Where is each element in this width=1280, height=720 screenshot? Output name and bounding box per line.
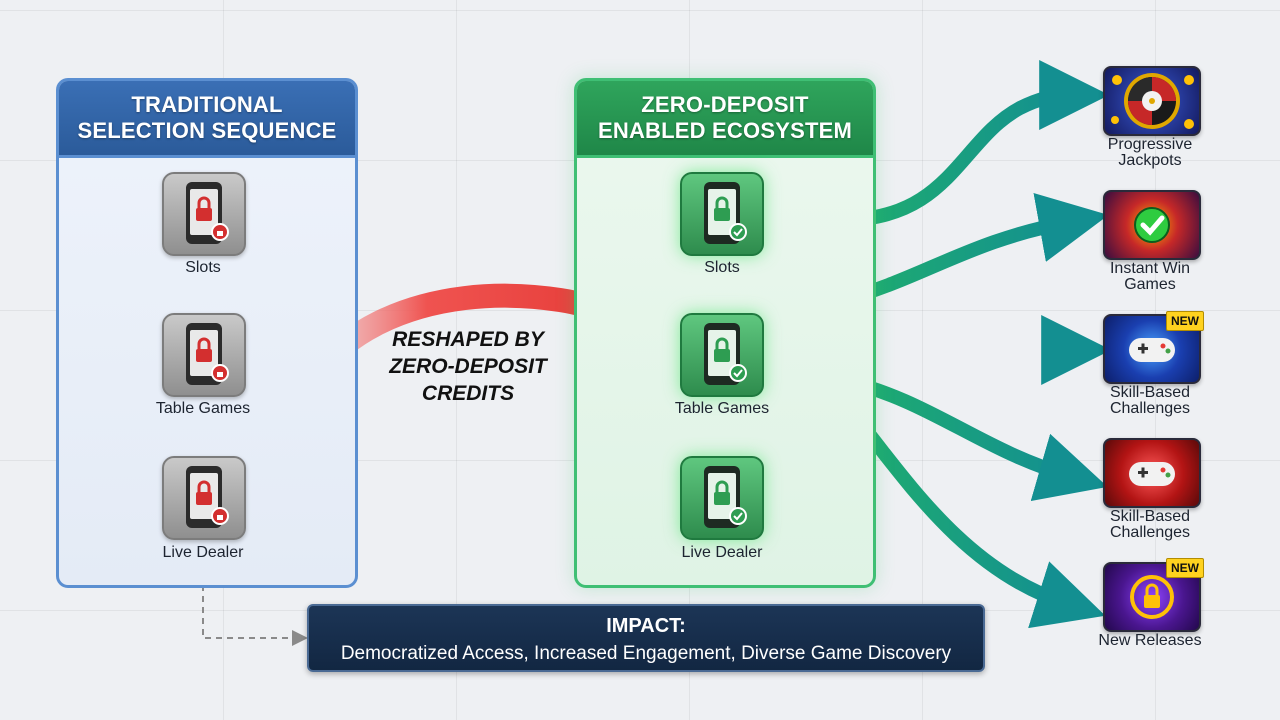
- unlocked-slots-tile: [680, 172, 764, 256]
- locked-table-games-label: Table Games: [155, 400, 251, 417]
- instant-win-games-label: Instant Win Games: [1109, 260, 1191, 293]
- progressive-jackpots-tile: [1103, 66, 1201, 136]
- instant-win-games-tile: [1103, 190, 1201, 260]
- skill-based-challenges-label: Skill-Based Challenges: [1109, 384, 1191, 417]
- new-releases-label: New Releases: [1098, 632, 1202, 649]
- skill-based-challenges-label-2: Skill-Based Challenges: [1109, 508, 1191, 541]
- traditional-panel-header: TRADITIONAL SELECTION SEQUENCE: [59, 81, 355, 158]
- unlocked-live-dealer-tile: [680, 456, 764, 540]
- progressive-jackpots-label: Progressive Jackpots: [1107, 136, 1193, 169]
- locked-phone-icon: [186, 466, 229, 528]
- gamepad-icon: [1129, 338, 1175, 362]
- new-badge: NEW: [1166, 558, 1204, 578]
- roulette-wheel-icon: [1111, 73, 1194, 129]
- traditional-panel-title: TRADITIONAL SELECTION SEQUENCE: [77, 92, 337, 143]
- impact-box: IMPACT: Democratized Access, Increased E…: [307, 604, 985, 672]
- unlocked-table-games-tile: [680, 313, 764, 397]
- locked-phone-icon: [186, 323, 229, 385]
- skill-based-challenges-tile: [1103, 438, 1201, 508]
- unlocked-live-dealer-label: Live Dealer: [681, 544, 763, 561]
- locked-live-dealer-tile: [162, 456, 246, 540]
- zero-deposit-panel-title: ZERO-DEPOSIT ENABLED ECOSYSTEM: [598, 92, 852, 143]
- unlocked-slots-label: Slots: [704, 259, 740, 276]
- locked-phone-icon: [186, 182, 229, 244]
- locked-table-games-tile: [162, 313, 246, 397]
- checkmark-burst-icon: [1134, 207, 1170, 243]
- new-badge: NEW: [1166, 311, 1204, 331]
- skill-based-challenges-tile-new: [1103, 314, 1201, 384]
- transition-label: RESHAPED BY ZERO-DEPOSIT CREDITS: [389, 328, 547, 405]
- unlocked-phone-icon: [704, 182, 747, 244]
- locked-slots-label: Slots: [185, 259, 221, 276]
- zero-deposit-panel-header: ZERO-DEPOSIT ENABLED ECOSYSTEM: [577, 81, 873, 158]
- locked-live-dealer-label: Live Dealer: [162, 544, 244, 561]
- gamepad-icon: [1129, 462, 1175, 486]
- unlocked-phone-icon: [704, 466, 747, 528]
- unlocked-table-games-label: Table Games: [674, 400, 770, 417]
- locked-slots-tile: [162, 172, 246, 256]
- padlock-icon: [1130, 575, 1174, 619]
- impact-text: Democratized Access, Increased Engagemen…: [340, 643, 952, 664]
- impact-title: IMPACT:: [606, 615, 686, 637]
- unlocked-phone-icon: [704, 323, 747, 385]
